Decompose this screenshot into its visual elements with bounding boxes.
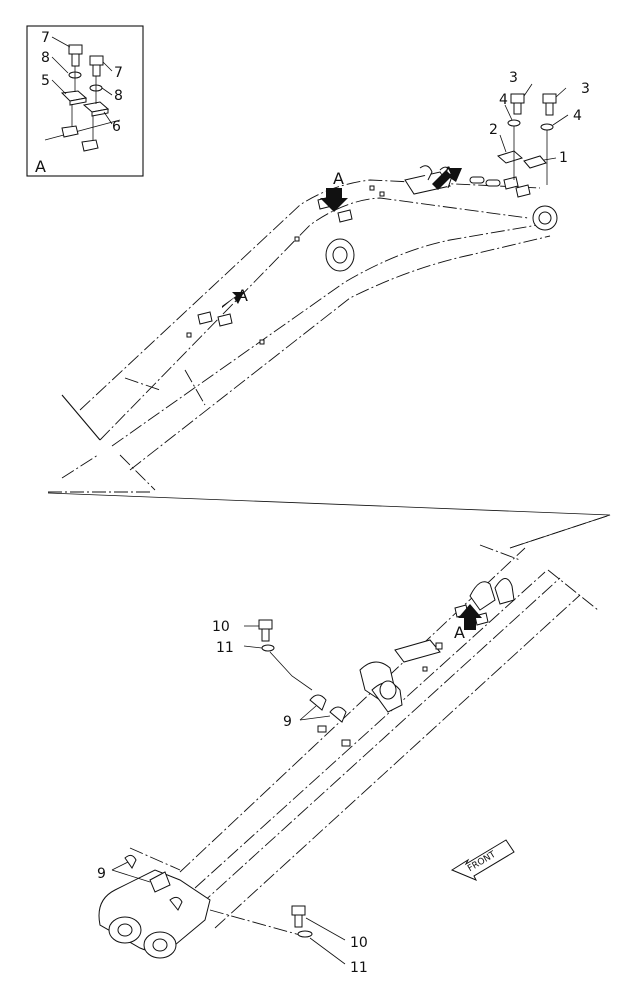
callout-5: 5 <box>41 73 50 89</box>
view-arrow-icon <box>320 188 348 212</box>
callout-7: 7 <box>41 30 50 46</box>
callout-8: 8 <box>114 88 123 104</box>
bolt-icon <box>542 93 557 116</box>
front-direction-icon: FRONT <box>450 839 515 881</box>
view-marker-a: A <box>333 169 344 188</box>
callout-6: 6 <box>112 119 121 135</box>
callout-2: 2 <box>489 122 498 138</box>
callout-10: 10 <box>350 935 368 951</box>
detail-label: A <box>35 157 46 176</box>
view-marker-a: A <box>237 286 248 305</box>
callout-10: 10 <box>212 619 230 635</box>
callout-3: 3 <box>509 70 518 86</box>
callout-4: 4 <box>573 108 582 124</box>
callout-7: 7 <box>114 65 123 81</box>
bolt-icon <box>89 55 104 77</box>
bolt-icon <box>291 905 306 928</box>
view-arrow-icon <box>432 168 462 190</box>
view-arrow-icon <box>222 292 244 308</box>
callout-1: 1 <box>559 150 568 166</box>
washer-icon <box>540 123 554 131</box>
bolt-icon <box>68 44 83 67</box>
view-marker-a: A <box>443 163 454 182</box>
callout-11: 11 <box>350 960 368 976</box>
callout-9: 9 <box>97 866 106 882</box>
callout-11: 11 <box>216 640 234 656</box>
view-arrow-icon <box>458 604 482 630</box>
bolt-icon <box>510 93 525 115</box>
lower-arm <box>98 514 611 959</box>
washer-icon <box>297 930 313 938</box>
detail-a-inset <box>26 25 144 177</box>
washer-icon <box>261 644 275 652</box>
bolt-icon <box>258 619 273 642</box>
washer-icon <box>507 119 521 127</box>
view-marker-a: A <box>454 623 465 642</box>
callout-4: 4 <box>499 92 508 108</box>
callout-9: 9 <box>283 714 292 730</box>
callout-8: 8 <box>41 50 50 66</box>
callout-3: 3 <box>581 81 590 97</box>
upper-boom <box>48 150 558 493</box>
